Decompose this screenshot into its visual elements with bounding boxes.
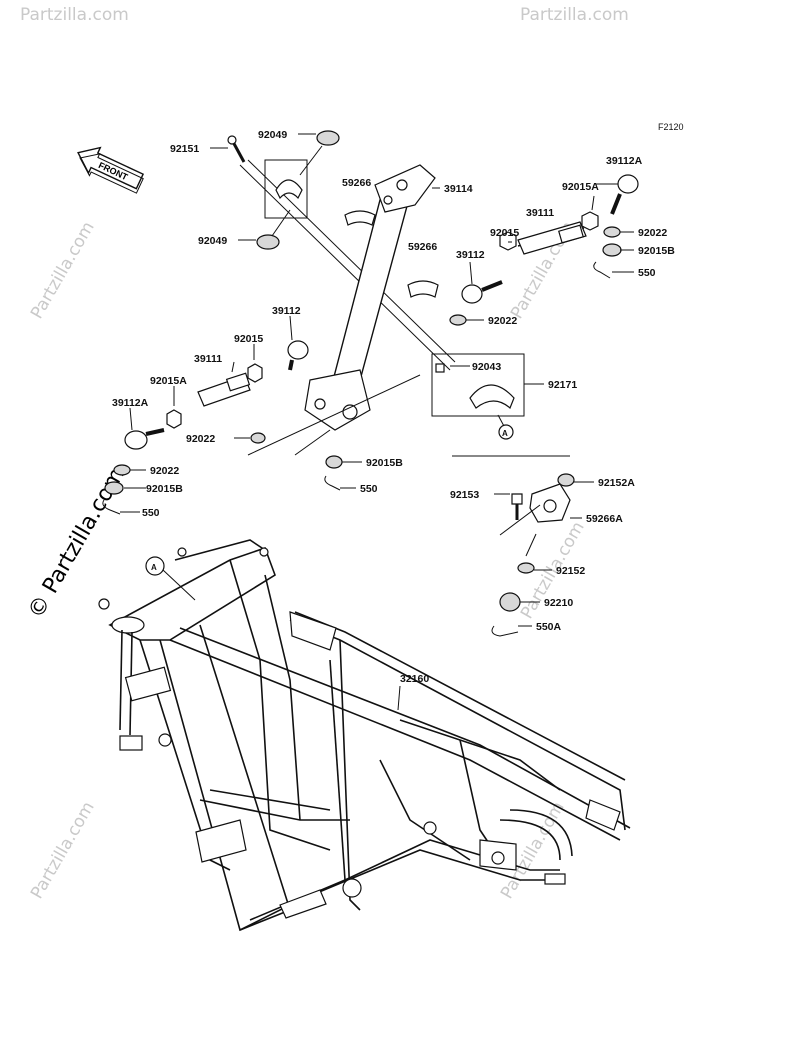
reference-marker-top: A xyxy=(502,429,508,438)
left-tie-rod-group xyxy=(102,340,309,515)
part-label-92022-left-lower: 92022 xyxy=(150,465,179,477)
part-label-39112a-left: 39112A xyxy=(112,397,149,409)
right-tie-rod-group xyxy=(449,174,639,326)
part-label-39114: 39114 xyxy=(444,183,473,195)
figure-code: F2120 xyxy=(658,122,684,132)
part-label-39112a-right: 39112A xyxy=(606,155,643,167)
watermark-lower-left: Partzilla.com xyxy=(27,798,99,902)
part-label-92015a-left: 92015A xyxy=(150,375,187,387)
part-label-92152a: 92152A xyxy=(598,477,635,489)
center-fasteners xyxy=(324,455,570,491)
part-label-92015a-right: 92015A xyxy=(562,181,599,193)
part-label-39112-left: 39112 xyxy=(272,305,301,317)
part-label-92022-right: 92022 xyxy=(638,227,667,239)
part-label-550-right: 550 xyxy=(638,267,656,279)
part-labels: 92151 92049 92049 59266 59266 39114 3911… xyxy=(112,129,675,685)
part-label-550-left: 550 xyxy=(142,507,160,519)
part-label-92022-left-upper: 92022 xyxy=(186,433,215,445)
part-label-550-center: 550 xyxy=(360,483,378,495)
leader-lines xyxy=(120,133,634,711)
watermark-upper-left: Partzilla.com xyxy=(27,218,99,322)
part-label-92015b-right: 92015B xyxy=(638,245,675,257)
part-label-39111-left: 39111 xyxy=(194,353,222,365)
part-label-92153: 92153 xyxy=(450,489,479,501)
part-label-39111-right: 39111 xyxy=(526,207,554,219)
part-label-32160: 32160 xyxy=(400,673,429,685)
part-label-92151: 92151 xyxy=(170,143,199,155)
part-label-59266-top: 59266 xyxy=(342,177,371,189)
part-label-59266a: 59266A xyxy=(586,513,623,525)
right-bracket-group xyxy=(491,473,575,637)
part-label-39112-right: 39112 xyxy=(456,249,485,261)
part-label-92015-right: 92015 xyxy=(490,227,519,239)
part-label-92152: 92152 xyxy=(556,565,585,577)
part-label-92043: 92043 xyxy=(472,361,501,373)
part-label-92171: 92171 xyxy=(548,379,577,391)
part-label-92049-bottom: 92049 xyxy=(198,235,227,247)
front-arrow-icon: FRONT xyxy=(77,146,145,194)
watermark-top-left: Partzilla.com xyxy=(20,5,129,25)
part-label-92015b-left: 92015B xyxy=(146,483,183,495)
part-label-92015-left: 92015 xyxy=(234,333,263,345)
watermark-top-right: Partzilla.com xyxy=(520,5,629,25)
part-label-59266-mid: 59266 xyxy=(408,241,437,253)
part-label-92015b-center: 92015B xyxy=(366,457,403,469)
part-label-550a: 550A xyxy=(536,621,562,633)
part-label-92210: 92210 xyxy=(544,597,573,609)
part-label-92049-top: 92049 xyxy=(258,129,287,141)
reference-marker-frame: A xyxy=(151,563,157,572)
steering-stem-assembly: A xyxy=(227,130,525,456)
part-label-92022-center: 92022 xyxy=(488,315,517,327)
main-frame: A xyxy=(98,539,631,932)
